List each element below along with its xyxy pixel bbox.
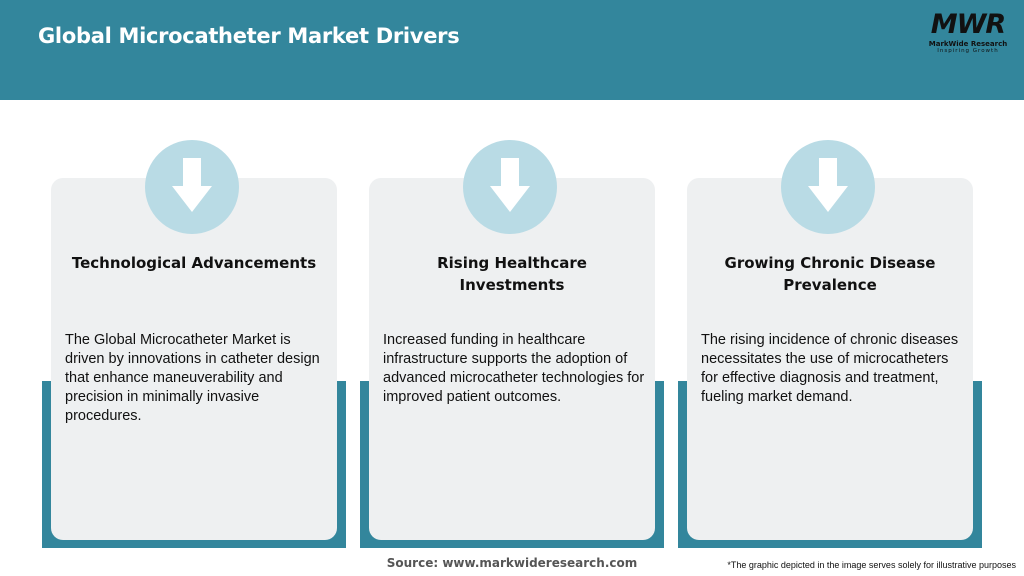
disclaimer-text: *The graphic depicted in the image serve… <box>727 560 1016 570</box>
card-panel: Growing Chronic Disease Prevalence The r… <box>687 178 973 540</box>
driver-card-healthcare: Rising Healthcare Investments Increased … <box>360 140 664 548</box>
card-title: Growing Chronic Disease Prevalence <box>724 254 936 294</box>
arrow-down-icon <box>463 140 557 234</box>
driver-card-chronic-disease: Growing Chronic Disease Prevalence The r… <box>678 140 982 548</box>
card-description: The rising incidence of chronic diseases… <box>701 332 959 405</box>
logo-mark: MWR <box>930 9 1006 40</box>
arrow-down-icon <box>145 140 239 234</box>
card-panel: Rising Healthcare Investments Increased … <box>369 178 655 540</box>
logo-tagline: Inspiring Growth <box>937 48 999 54</box>
page-title: Global Microcatheter Market Drivers <box>38 24 460 48</box>
card-title: Rising Healthcare Investments <box>437 254 587 294</box>
arrow-down-icon <box>781 140 875 234</box>
card-title: Technological Advancements <box>71 254 317 272</box>
driver-card-technological: Technological Advancements The Global Mi… <box>42 140 346 548</box>
card-description: Increased funding in healthcare infrastr… <box>383 332 645 405</box>
brand-logo[interactable]: MWR MarkWide Research Inspiring Growth <box>922 10 1014 58</box>
logo-name: MarkWide Research <box>928 40 1008 48</box>
card-panel: Technological Advancements The Global Mi… <box>51 178 337 540</box>
source-link[interactable]: Source: www.markwideresearch.com <box>386 556 638 570</box>
header-banner: Global Microcatheter Market Drivers MWR … <box>0 0 1024 100</box>
card-description: The Global Microcatheter Market is drive… <box>65 332 320 424</box>
